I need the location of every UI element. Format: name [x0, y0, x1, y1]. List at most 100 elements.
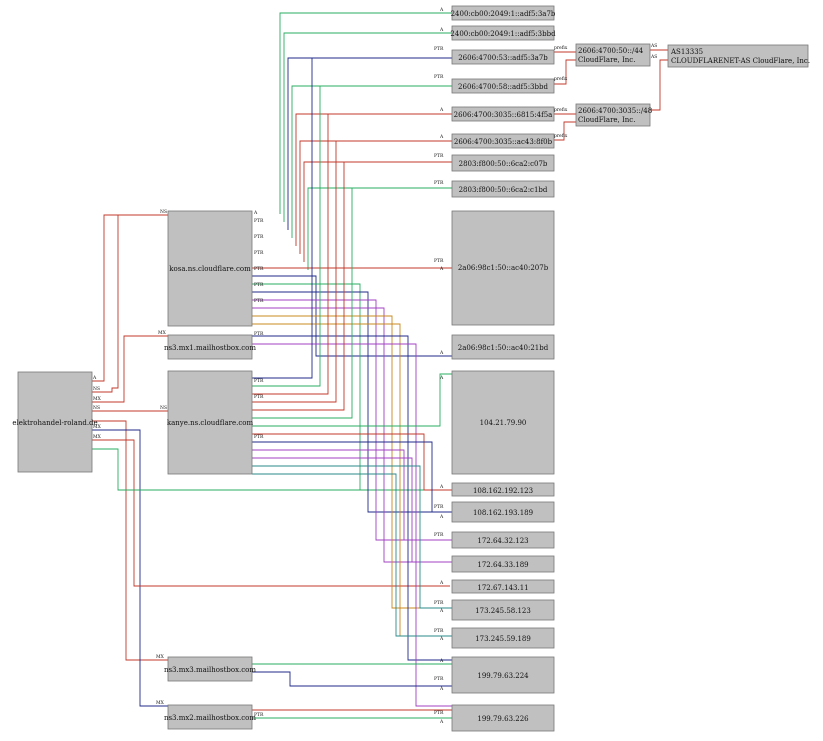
node-ip-199-226[interactable]: 199.79.63.226 — [451, 704, 555, 732]
node-ip-2a06-21bd[interactable]: 2a06:98c1:50::ac40:21bd — [451, 334, 555, 360]
edge-label-ptr: PTR — [434, 153, 444, 159]
node-ip-2a06-207b[interactable]: 2a06:98c1:50::ac40:207b — [451, 210, 555, 326]
edge-label-a: A — [439, 27, 444, 33]
edge-label-mx: MX — [158, 330, 167, 336]
edge-label-ptr: PTR — [434, 628, 444, 634]
node-domain[interactable]: elektrohandel-roland.de — [12, 371, 98, 473]
edge-domain-mx2 — [92, 429, 168, 707]
node-ip-108-189[interactable]: 108.162.193.189 — [451, 501, 555, 523]
node-ip-173-123[interactable]: 173.245.58.123 — [451, 599, 555, 621]
node-ip-2400-3bbd[interactable]: 2400:cb00:2049:1::adf5:3bbd — [450, 25, 556, 41]
node-ip-2606-53[interactable]: 2606:4700:53::adf5:3a7b — [451, 49, 555, 65]
node-label: ns3.mx2.mailhostbox.com — [164, 714, 256, 722]
edge-label-ptr: PTR — [434, 676, 444, 682]
node-label: 2a06:98c1:50::ac40:207b — [458, 264, 549, 272]
edge-domain-mx1 — [92, 335, 168, 403]
edge-kanye-104 — [252, 373, 452, 427]
edge-label-a: A — [439, 658, 444, 664]
node-ip-172-64-189[interactable]: 172.64.33.189 — [451, 555, 555, 573]
edge-domain-172-67 — [92, 439, 450, 587]
edge-domain-kosa-2 — [92, 215, 119, 393]
edge-label-ns: NS — [93, 405, 100, 411]
edge-domain-108-123 — [92, 448, 450, 491]
edge-kanye-2606-f5a — [252, 113, 452, 395]
edge-kanye-173-123 — [252, 465, 452, 609]
edge-label-mx: MX — [156, 654, 165, 660]
edge-labels: NS MX NS MX MX A NS MX NS MX MX A PTR PT… — [92, 7, 657, 725]
node-label: 2606:4700:3035::/48 — [578, 107, 652, 115]
node-label: 2400:cb00:2049:1::adf5:3bbd — [450, 30, 556, 38]
node-label-org: CLOUDFLARENET-AS CloudFlare, Inc. — [671, 57, 810, 65]
edge-domain-mx3 — [92, 420, 168, 661]
node-ip-2803-1bd[interactable]: 2803:f800:50::6ca2:c1bd — [451, 180, 555, 198]
edge-label-a: A — [439, 7, 444, 13]
node-kosa[interactable]: kosa.ns.cloudflare.com — [167, 210, 253, 327]
edge-label-mx: MX — [93, 434, 102, 440]
edge-label-ns: NS — [160, 405, 167, 411]
node-label: 172.67.143.11 — [477, 584, 528, 592]
edge-mx1-199-226 — [252, 343, 452, 707]
edge-kanye-108-123 — [252, 433, 452, 491]
edge-kosa-2803-1bd — [307, 187, 452, 270]
node-label: AS13335 — [670, 48, 703, 56]
node-ip-108-123[interactable]: 108.162.192.123 — [451, 482, 555, 497]
edge-label-ptr: PTR — [254, 394, 264, 400]
edge-label-mx: MX — [93, 396, 102, 402]
edge-label-ptr: PTR — [254, 234, 264, 240]
node-prefix-48[interactable]: 2606:4700:3035::/48 CloudFlare, Inc. — [575, 103, 652, 127]
edge-label-a: A — [439, 608, 444, 614]
node-ip-173-189[interactable]: 173.245.59.189 — [451, 627, 555, 649]
edge-kanye-2606-53 — [252, 57, 452, 379]
edge-label-ptr: PTR — [434, 600, 444, 606]
edge-label-ptr: PTR — [434, 504, 444, 510]
node-prefix-44[interactable]: 2606:4700:50::/44 CloudFlare, Inc. — [575, 43, 651, 67]
node-ip-2606-3035-8f0b[interactable]: 2606:4700:3035::ac43:8f0b — [451, 133, 555, 149]
node-ip-2803-07b[interactable]: 2803:f800:50::6ca2:c07b — [451, 154, 555, 172]
node-label: 199.79.63.226 — [477, 715, 529, 723]
node-label-org: CloudFlare, Inc. — [578, 56, 635, 64]
node-mx1[interactable]: ns3.mx1.mailhostbox.com — [164, 334, 256, 360]
edge-mx3-199-226 — [252, 671, 452, 687]
node-label: 108.162.192.123 — [473, 487, 533, 495]
edge-label-ptr: PTR — [254, 331, 264, 337]
edge-label-a: A — [439, 580, 444, 586]
node-mx3[interactable]: ns3.mx3.mailhostbox.com — [164, 656, 256, 682]
node-ip-104[interactable]: 104.21.79.90 — [451, 370, 555, 475]
edge-label-ptr: PTR — [254, 266, 264, 272]
edge-label-ptr: PTR — [254, 250, 264, 256]
node-label: 2803:f800:50::6ca2:c1bd — [459, 186, 548, 194]
node-mx2[interactable]: ns3.mx2.mailhostbox.com — [164, 704, 256, 730]
edge-label-ptr: PTR — [434, 258, 444, 264]
node-label: 2400:cb00:2049:1::adf5:3a7b — [451, 10, 556, 18]
edge-mx1-199-224 — [252, 335, 452, 661]
node-label: kanye.ns.cloudflare.com — [167, 419, 254, 427]
edge-label-ptr: PTR — [434, 46, 444, 52]
edge-label-ptr: PTR — [254, 712, 264, 718]
node-label: 108.162.193.189 — [473, 509, 533, 517]
edge-label-a: A — [439, 134, 444, 140]
edge-kanye-108-189 — [252, 441, 452, 513]
node-ip-199-224[interactable]: 199.79.63.224 — [451, 656, 555, 694]
node-as[interactable]: AS13335 CLOUDFLARENET-AS CloudFlare, Inc… — [667, 44, 810, 68]
edge-label-ptr: PTR — [254, 218, 264, 224]
node-ip-172-64-123[interactable]: 172.64.32.123 — [451, 531, 555, 549]
edge-2606-58-prefix — [553, 59, 576, 85]
node-label: 2606:4700:3035::6815:4f5a — [454, 111, 553, 119]
node-ip-2606-58[interactable]: 2606:4700:58::adf5:3bbd — [451, 78, 555, 94]
edge-kosa-2400-7a7b — [279, 12, 452, 214]
edge-label-as: AS — [650, 54, 657, 60]
node-label: 2a06:98c1:50::ac40:21bd — [458, 344, 549, 352]
edge-label-a: A — [439, 514, 444, 520]
node-ip-172-67[interactable]: 172.67.143.11 — [451, 579, 555, 594]
edge-label-a: A — [439, 266, 444, 272]
node-label: 2606:4700:50::/44 — [578, 47, 644, 55]
edge-2606-8f0b-prefix — [553, 121, 576, 141]
node-kanye[interactable]: kanye.ns.cloudflare.com — [167, 370, 254, 475]
edge-label-ptr: PTR — [434, 74, 444, 80]
edge-kosa-108-189 — [252, 291, 452, 513]
edge-kanye-2606-58 — [252, 85, 452, 387]
node-ip-2606-3035-f5a[interactable]: 2606:4700:3035::6815:4f5a — [451, 106, 555, 122]
edge-kosa-2606-8f0b — [299, 140, 452, 254]
edge-label-prefix: prefix — [554, 45, 568, 51]
node-ip-2400-7a7b[interactable]: 2400:cb00:2049:1::adf5:3a7b — [451, 5, 556, 21]
